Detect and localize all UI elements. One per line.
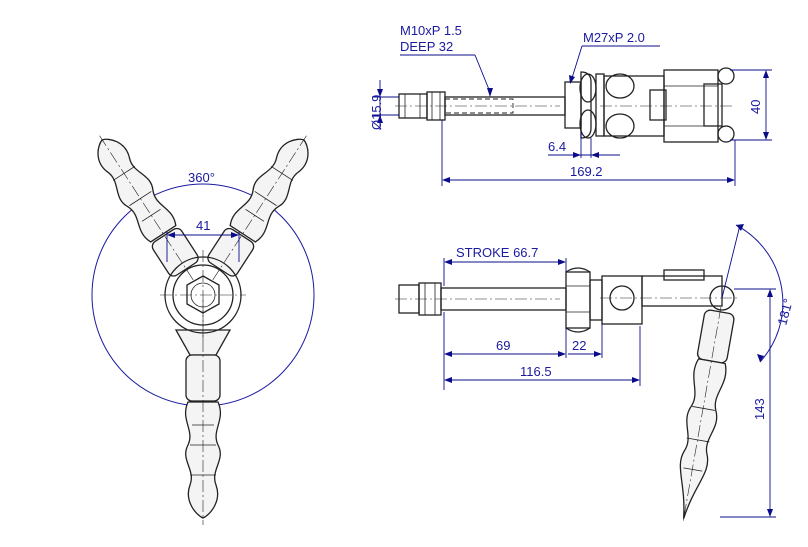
dim-40-label: 40 bbox=[748, 100, 763, 114]
dim-116-5-label: 116.5 bbox=[520, 364, 552, 379]
dim-360-label: 360° bbox=[188, 170, 215, 185]
dim-169-2-label: 169.2 bbox=[570, 164, 603, 179]
rotation-arc bbox=[735, 224, 784, 363]
thread-large-label: M27xP 2.0 bbox=[583, 30, 645, 45]
dim-22-label: 22 bbox=[572, 338, 586, 353]
dim-143-label: 143 bbox=[752, 398, 767, 420]
thread-small-label: M10xP 1.5 bbox=[400, 23, 462, 38]
side-view-top: M10xP 1.5 DEEP 32 M27xP 2.0 Ø15.9 40 6.4 bbox=[369, 23, 772, 186]
dim-69-label: 69 bbox=[496, 338, 510, 353]
thread-depth-label: DEEP 32 bbox=[400, 39, 453, 54]
handle-arm-bottom bbox=[174, 300, 232, 525]
body-bottom bbox=[601, 275, 643, 325]
lock-nut-bottom bbox=[565, 271, 591, 329]
handle-angled bbox=[679, 306, 735, 524]
dim-6-4-label: 6.4 bbox=[548, 139, 566, 154]
handle-arm-left bbox=[97, 135, 199, 283]
side-view-bottom: 181° 143 STROKE 66.7 69 22 116.5 bbox=[395, 224, 796, 524]
angle-181-label: 181° bbox=[774, 297, 795, 327]
front-view-handle: 41 360° bbox=[91, 135, 315, 525]
lock-nut bbox=[564, 81, 582, 129]
diameter-label: Ø15.9 bbox=[369, 95, 384, 130]
dim-41-label: 41 bbox=[196, 218, 210, 233]
stroke-label: STROKE 66.7 bbox=[456, 245, 538, 260]
handle-arm-right bbox=[207, 135, 309, 283]
